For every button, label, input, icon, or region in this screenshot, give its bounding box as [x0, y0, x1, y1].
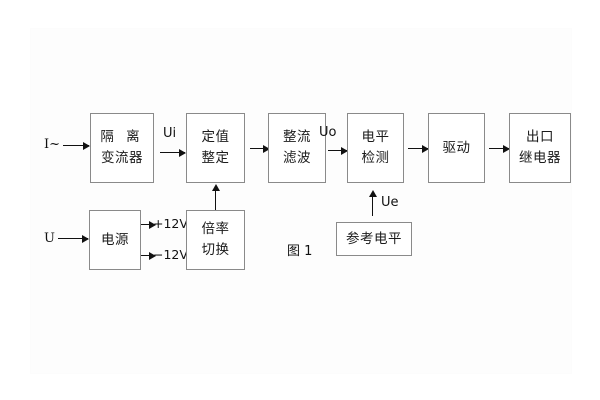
block-reference-level[interactable]: 参考电平 — [336, 222, 412, 256]
arrow-rectifier-to-level — [328, 146, 348, 155]
block-power-supply[interactable]: 电源 — [89, 210, 141, 270]
block-level-detect[interactable]: 电平 检测 — [347, 113, 404, 183]
block-output-relay[interactable]: 出口 继电器 — [509, 113, 571, 183]
arrow-multiplier-to-setting — [211, 184, 220, 210]
block-power-supply-line1: 电源 — [101, 231, 129, 248]
arrow-level-to-driver — [408, 144, 429, 153]
arrow-isolation-to-setting — [160, 148, 186, 157]
signal-ue-label: Ue — [381, 195, 399, 210]
block-reference-level-line1: 参考电平 — [346, 230, 402, 247]
block-level-detect-line1: 电平 — [361, 129, 390, 146]
arrow-power-neg12v — [141, 251, 156, 260]
block-multiplier-switch[interactable]: 倍率 切换 — [186, 210, 245, 270]
input-voltage-label: U — [44, 231, 55, 246]
signal-pos12v-label: +12V — [153, 216, 188, 231]
block-output-relay-line2: 继电器 — [519, 150, 561, 166]
signal-ui-label: Ui — [163, 126, 177, 141]
arrow-setting-to-rectifier — [250, 144, 270, 153]
block-setting-line2: 整定 — [201, 150, 230, 166]
block-driver[interactable]: 驱动 — [428, 113, 485, 183]
block-rectifier-filter-line2: 滤波 — [283, 150, 311, 166]
block-isolation-ct-line2: 变流器 — [101, 150, 143, 166]
block-isolation-ct-line1: 隔 离 — [100, 129, 144, 146]
figure-caption: 图 1 — [287, 244, 313, 259]
figure-frame — [30, 28, 572, 374]
signal-uo-label: Uo — [319, 125, 337, 140]
arrow-reference-to-level — [368, 190, 377, 216]
block-multiplier-switch-line1: 倍率 — [201, 221, 230, 238]
arrow-voltage-to-power — [58, 234, 89, 243]
arrow-driver-to-relay — [489, 144, 510, 153]
input-current-label: I~ — [44, 137, 61, 152]
block-setting[interactable]: 定值 整定 — [186, 113, 245, 183]
block-output-relay-line1: 出口 — [526, 129, 554, 146]
block-rectifier-filter-line1: 整流 — [283, 129, 311, 146]
block-multiplier-switch-line2: 切换 — [201, 242, 230, 258]
arrow-power-pos12v — [141, 220, 156, 229]
block-isolation-ct[interactable]: 隔 离 变流器 — [90, 113, 154, 183]
block-rectifier-filter[interactable]: 整流 滤波 — [268, 113, 326, 183]
block-setting-line1: 定值 — [201, 129, 230, 146]
signal-neg12v-label: −12V — [153, 247, 188, 262]
block-level-detect-line2: 检测 — [361, 150, 390, 166]
block-driver-line1: 驱动 — [442, 139, 471, 156]
arrow-current-to-isolation — [63, 141, 90, 150]
